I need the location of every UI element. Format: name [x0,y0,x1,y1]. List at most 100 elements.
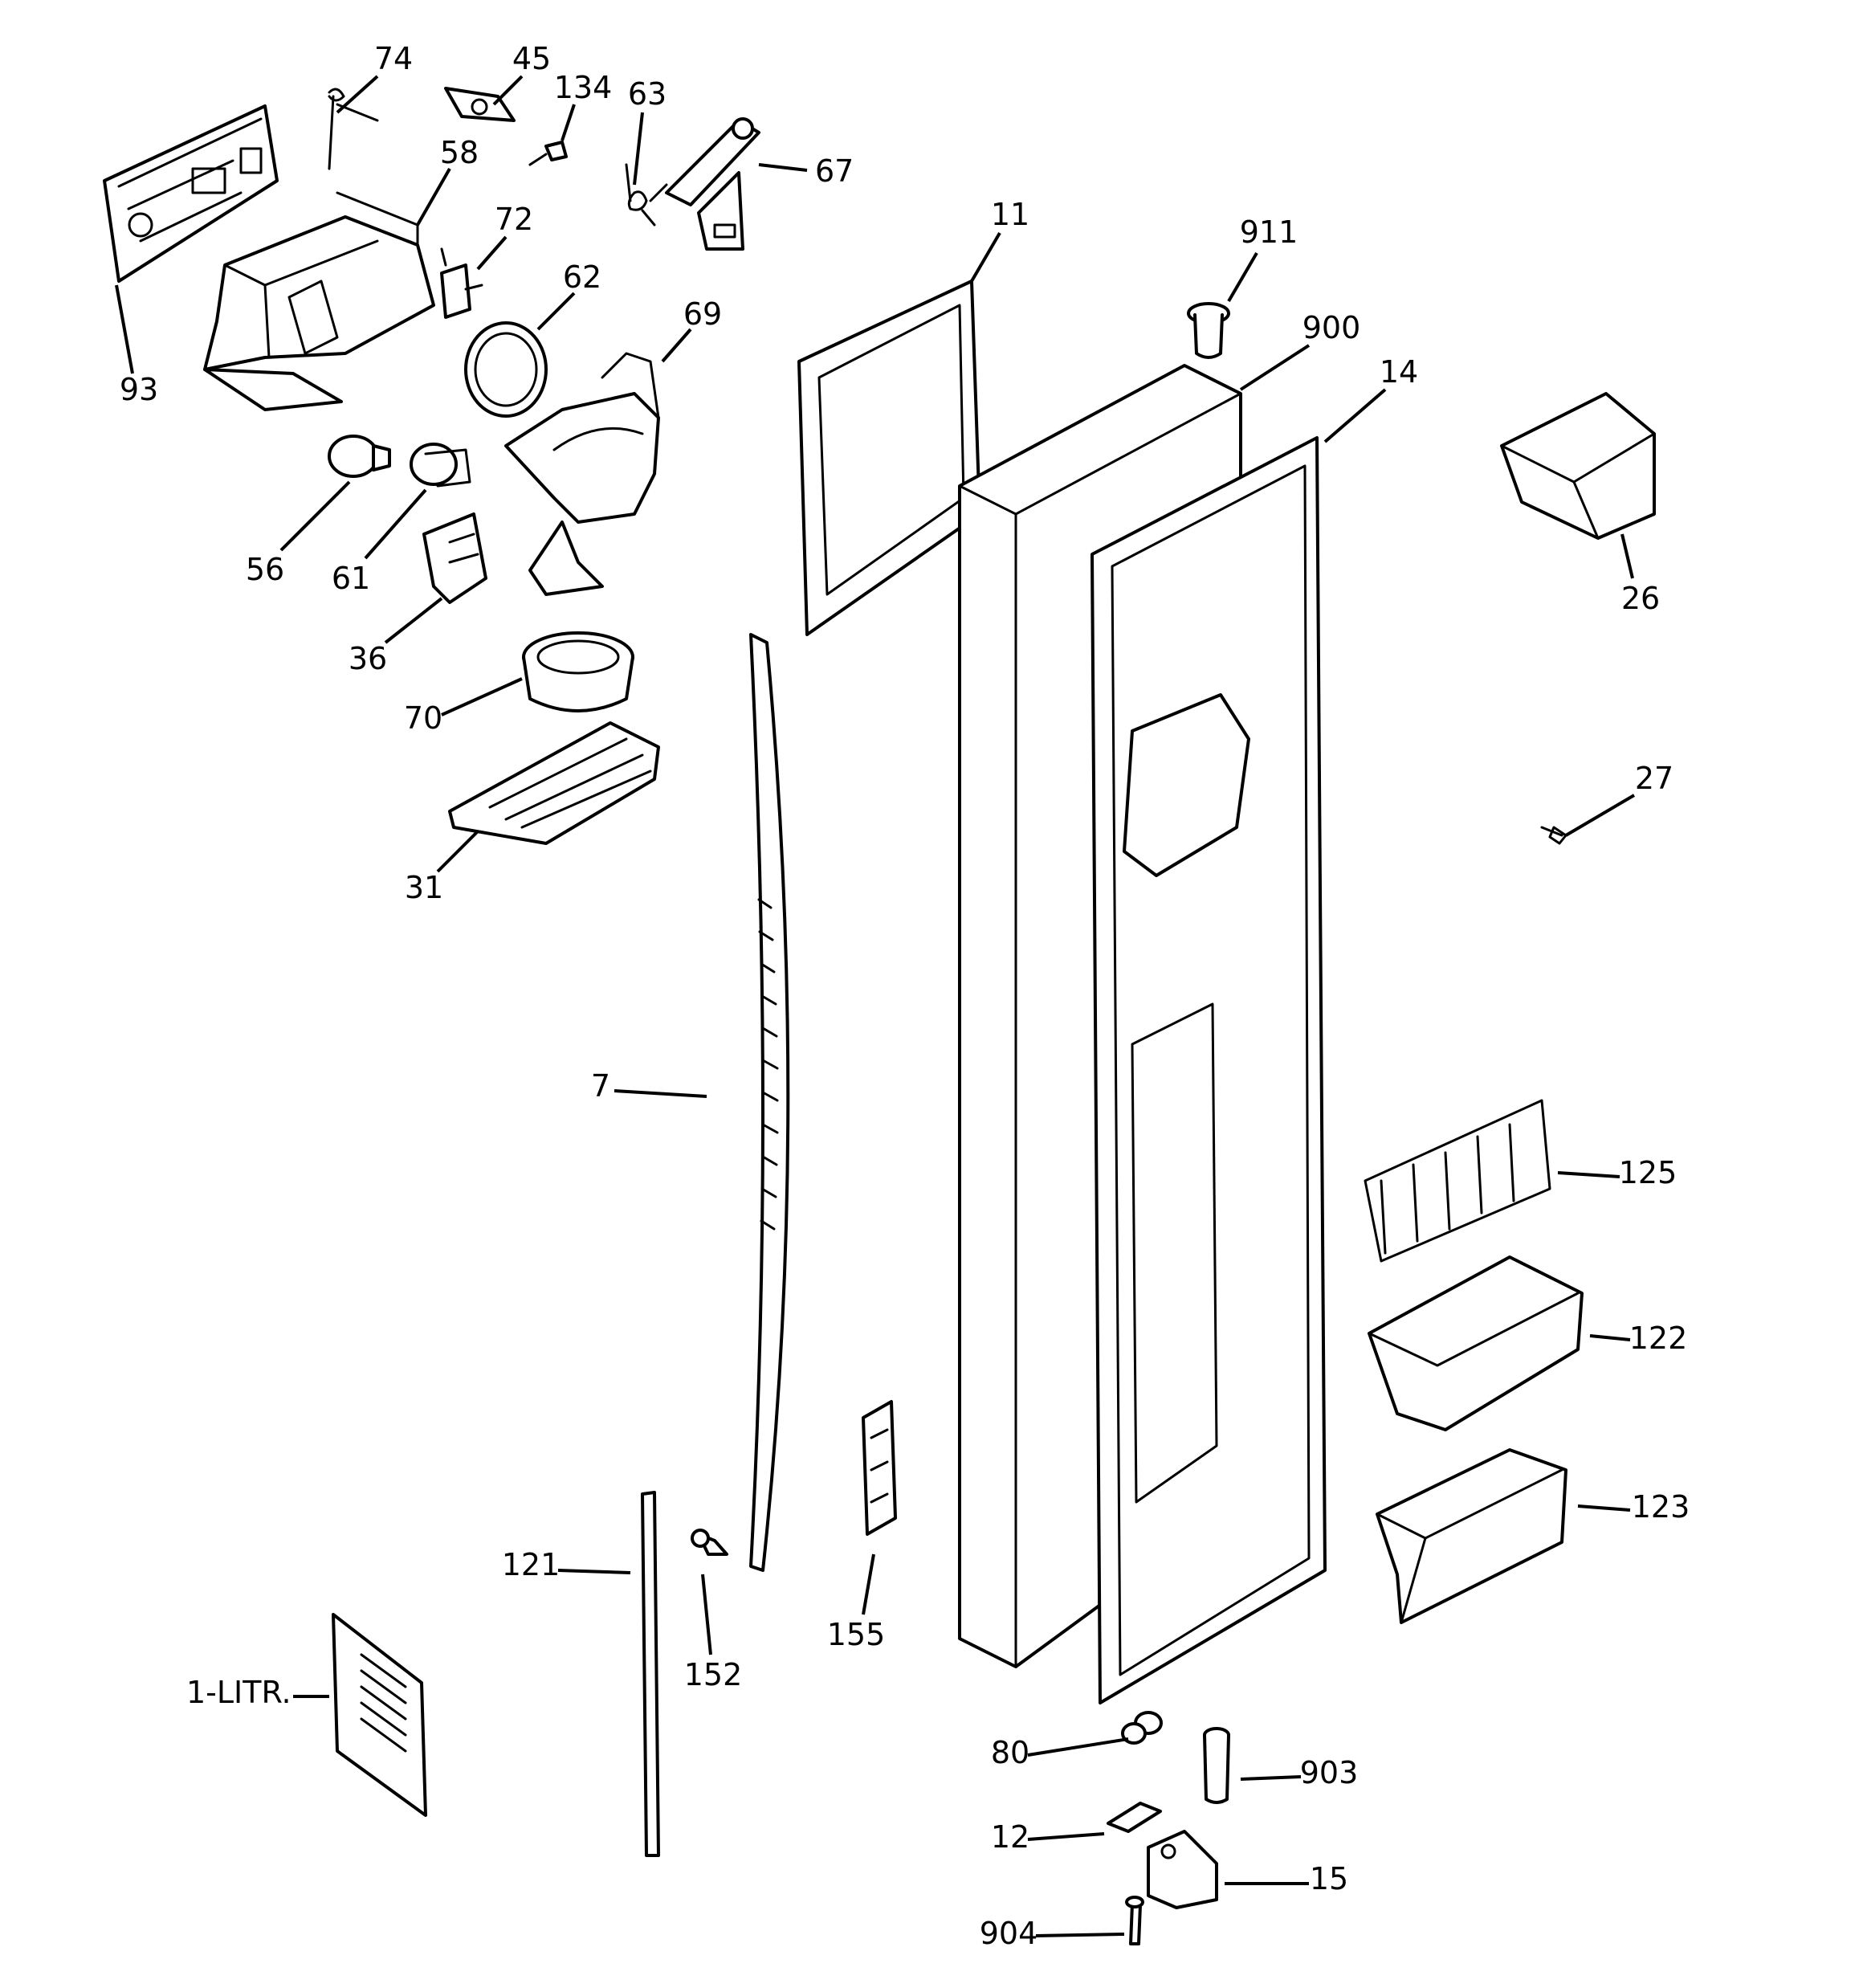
callout-label-63: 63 [628,76,667,112]
part-61-cam [410,443,471,488]
leader-line-58 [416,168,451,226]
callout-155: 155 [827,1553,886,1652]
part-14-gasket [1090,436,1327,1704]
callout-31: 31 [405,830,479,905]
callout-label-11: 11 [991,197,1029,232]
leader-line-12 [1027,1832,1105,1841]
callout-label-134: 134 [554,70,613,105]
callout-1-LITR.: 1-LITR. [186,1675,329,1710]
callout-label-15: 15 [1310,1861,1348,1896]
leader-line-27 [1564,794,1636,837]
callout-label-62: 62 [563,259,601,295]
callout-label-56: 56 [246,552,284,587]
callout-67: 67 [758,153,854,189]
callout-15: 15 [1225,1861,1348,1896]
callout-label-121: 121 [502,1547,561,1582]
callout-label-31: 31 [405,870,443,905]
leader-line-911 [1227,251,1258,303]
leader-line-56 [279,480,351,552]
part-67-lever-arm [665,117,760,251]
part-72-switch [440,247,483,319]
callout-11: 11 [970,197,1029,283]
leader-line-134 [561,104,576,141]
leader-line-121 [557,1569,631,1574]
part-70-collar [522,631,634,712]
leader-line-62 [536,292,576,331]
part-155-hinge [862,1400,897,1536]
callout-70: 70 [404,677,523,736]
callout-label-26: 26 [1621,581,1660,616]
part-26-bin [1500,392,1656,540]
callout-label-36: 36 [349,641,387,676]
callout-label-7: 7 [591,1068,610,1104]
callout-label-61: 61 [332,561,370,596]
part-56-knob [328,435,391,478]
callout-27: 27 [1564,761,1673,837]
part-134-screw [528,141,568,166]
callout-72: 72 [476,202,533,271]
callout-label-152: 152 [684,1657,743,1692]
leader-line-904 [1035,1933,1125,1937]
callout-134: 134 [554,70,613,141]
callout-label-45: 45 [512,41,551,76]
part-123-bin [1376,1448,1567,1624]
part-152-screw [691,1529,728,1556]
callout-121: 121 [502,1547,631,1582]
leader-line-45 [492,75,524,106]
leader-line-80 [1027,1737,1129,1757]
callout-label-904: 904 [980,1916,1038,1951]
part-69-funnel [504,352,660,596]
callout-label-903: 903 [1300,1755,1359,1790]
callout-label-69: 69 [683,296,722,332]
callout-label-911: 911 [1240,214,1298,250]
callout-69: 69 [661,296,722,363]
callout-900: 900 [1239,310,1360,391]
leader-line-61 [364,488,427,560]
part-121-trim-strip [641,1491,660,1857]
callout-125: 125 [1557,1155,1678,1190]
callout-label-93: 93 [120,372,158,407]
callout-label-1-LITR.: 1-LITR. [186,1675,291,1710]
leader-line-152 [701,1574,712,1655]
part-904-screw [1125,1896,1144,1945]
leader-line-69 [661,328,692,363]
part-27-screw [1540,826,1567,845]
part-12-plate [1107,1802,1162,1833]
callout-label-155: 155 [827,1617,886,1652]
callout-122: 122 [1589,1321,1688,1356]
part-15-hinge-block [1147,1830,1218,1909]
leader-line-31 [436,830,479,873]
callout-label-122: 122 [1629,1321,1688,1356]
callout-12: 12 [991,1819,1105,1855]
leader-line-14 [1323,388,1387,443]
part-literature [332,1613,427,1817]
callout-label-12: 12 [991,1819,1029,1855]
callout-14: 14 [1323,354,1418,443]
leader-line-70 [441,677,523,716]
callout-123: 123 [1577,1489,1690,1525]
callout-label-80: 80 [991,1735,1029,1770]
callout-903: 903 [1240,1755,1359,1790]
part-80-plug [1121,1711,1163,1745]
leader-line-63 [633,112,644,186]
callout-61: 61 [332,488,427,596]
leader-line-67 [758,163,808,172]
leader-line-122 [1589,1334,1631,1341]
part-58-dispenser-housing [203,191,435,411]
part-7-handle [749,633,790,1572]
part-911-bushing [1187,302,1230,359]
leader-line-26 [1620,533,1634,579]
callout-62: 62 [536,259,601,331]
callout-63: 63 [628,76,667,186]
callout-45: 45 [492,41,551,106]
part-45-bracket [444,87,516,122]
leader-line-93 [115,284,134,374]
callout-label-125: 125 [1619,1155,1678,1190]
callout-80: 80 [991,1735,1129,1770]
part-63-spring [625,163,668,227]
leader-line-72 [476,235,508,271]
part-31-drip-tray [448,721,660,845]
callout-label-58: 58 [440,135,479,170]
leader-line-155 [862,1553,875,1615]
